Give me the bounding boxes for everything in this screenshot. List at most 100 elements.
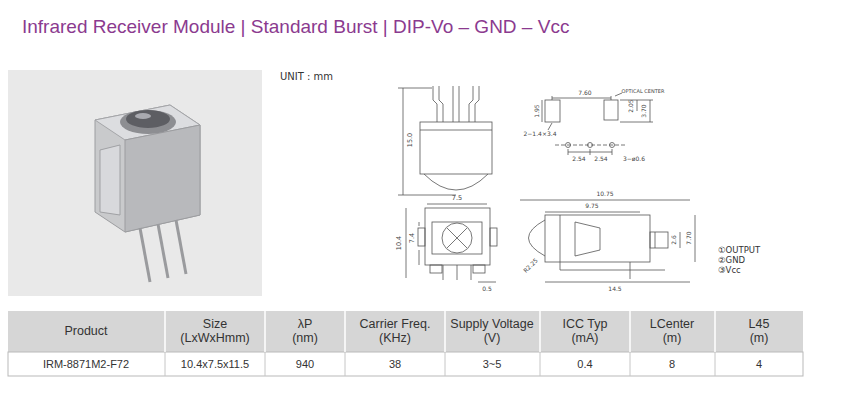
- table-cell: 8: [669, 358, 675, 371]
- front-view-drawing-part: [406, 208, 407, 278]
- spec-table-part-part: [540, 352, 541, 376]
- table-header-cell: Carrier Freq. (KHz): [350, 317, 440, 346]
- spec-table-part-part: [714, 311, 716, 352]
- side-view-drawing-part: [398, 88, 432, 89]
- dimension-label: 10.75: [596, 191, 613, 198]
- front-view-drawing-part: [443, 265, 444, 280]
- product-photo-part: [140, 228, 150, 282]
- front-view-drawing-part: [478, 282, 496, 283]
- spec-table: [8, 311, 803, 376]
- spec-table-part-part: [265, 352, 266, 376]
- front-view-drawing-part: [447, 228, 467, 248]
- footprint-drawing-part: [568, 149, 569, 155]
- side-view-drawing-part: [453, 86, 454, 122]
- dimension-label: 3−ø0.6: [623, 156, 645, 163]
- footprint-drawing-part: [604, 100, 618, 120]
- table-header-cell: Size (LxWxHmm): [170, 317, 260, 346]
- profile-drawing-part: [560, 215, 561, 262]
- side-view-drawing-part: [469, 86, 473, 122]
- profile-drawing-part: [529, 220, 546, 256]
- spec-table-part: [8, 352, 803, 376]
- product-photo-part: [8, 70, 262, 296]
- dimension-label: 0.5: [482, 286, 492, 293]
- spec-table-part-part: [539, 311, 541, 352]
- profile-drawing-part: [560, 262, 665, 270]
- spec-table-part-part: [264, 311, 266, 352]
- product-photo-part: [95, 105, 200, 232]
- footprint-drawing-part: [590, 149, 591, 155]
- front-view-drawing-part: [418, 228, 425, 246]
- dimension-label: 2.54: [594, 156, 607, 163]
- footprint-drawing-part: [610, 143, 615, 148]
- spec-table-part-part: [445, 352, 446, 376]
- spec-table-part-part: [444, 311, 446, 352]
- table-header-cell: Supply Voltage (V): [442, 317, 542, 346]
- product-photo-part: [158, 224, 168, 278]
- front-view-drawing-part: [419, 222, 420, 226]
- dimension-label: 7.5: [452, 195, 462, 202]
- footprint-drawing-part: [566, 143, 571, 148]
- dimension-label: 2−1.4×3.4: [524, 131, 557, 138]
- product-photo-part: [120, 110, 176, 134]
- side-view-drawing-part: [420, 122, 492, 174]
- profile-drawing-part: [680, 232, 681, 248]
- dimension-label: R2.25: [522, 257, 539, 274]
- dimension-label: 3.70: [641, 104, 648, 117]
- table-cell: 0.4: [577, 358, 592, 371]
- footprint-drawing: [542, 93, 653, 155]
- dimension-label: 2.54: [572, 156, 585, 163]
- footprint-drawing-part: [588, 143, 593, 148]
- profile-drawing-part: [655, 232, 656, 248]
- dimension-label: 2.05: [628, 99, 635, 112]
- table-cell: IRM-8871M2-F72: [43, 358, 129, 371]
- spec-table-part-part: [344, 311, 346, 352]
- dimension-label: 9.75: [585, 203, 598, 210]
- side-view-drawing-part: [439, 86, 443, 122]
- spec-table-part: [165, 352, 715, 376]
- product-photo-part: [126, 110, 170, 128]
- spec-table-part-part: [630, 352, 631, 376]
- footprint-drawing-part: [611, 96, 612, 100]
- profile-drawing-part: [695, 215, 696, 262]
- front-view-drawing-part: [430, 265, 442, 273]
- unit-note: UNIT : mm: [280, 71, 333, 83]
- front-view-drawing-part: [447, 228, 467, 248]
- profile-drawing-part: [575, 222, 600, 256]
- pin-label: ①OUTPUT: [718, 246, 760, 256]
- footprint-drawing-part: [612, 149, 613, 155]
- side-view-drawing-part: [424, 174, 488, 190]
- dimension-label: 14.5: [608, 286, 621, 293]
- pin-label: ③Vcc: [718, 266, 741, 276]
- dimension-label: 7.60: [578, 90, 591, 97]
- footprint-drawing-part: [637, 100, 638, 111]
- table-cell: 4: [756, 358, 762, 371]
- profile-drawing-part: [545, 282, 690, 283]
- side-view-drawing: [398, 86, 492, 195]
- table-header-cell: L45 (m): [743, 317, 775, 346]
- dimension-label: 1.95: [534, 104, 541, 117]
- spec-table-part-part: [629, 311, 631, 352]
- product-photo-part: [125, 125, 200, 232]
- table-cell: 38: [389, 358, 401, 371]
- spec-table-part-part: [345, 352, 346, 376]
- side-view-drawing-part: [475, 86, 479, 122]
- front-view-drawing-part: [425, 208, 490, 265]
- side-view-drawing-part: [459, 86, 460, 122]
- table-cell: 940: [296, 358, 314, 371]
- footprint-drawing-part: [552, 98, 611, 99]
- footprint-drawing-part: [620, 100, 653, 101]
- side-view-drawing-part: [433, 86, 437, 122]
- front-view-drawing-part: [457, 265, 458, 280]
- front-view-drawing-part: [490, 228, 497, 246]
- table-header-cell: LCenter (m): [642, 317, 702, 346]
- dimension-label: 10.4: [396, 236, 403, 250]
- front-view-drawing-part: [471, 265, 472, 280]
- spec-table-part-part: [164, 311, 166, 352]
- front-view-drawing-part: [419, 250, 420, 265]
- dimension-label: 2.6: [671, 235, 678, 245]
- product-photo: [8, 70, 262, 296]
- side-view-drawing-part: [398, 195, 456, 196]
